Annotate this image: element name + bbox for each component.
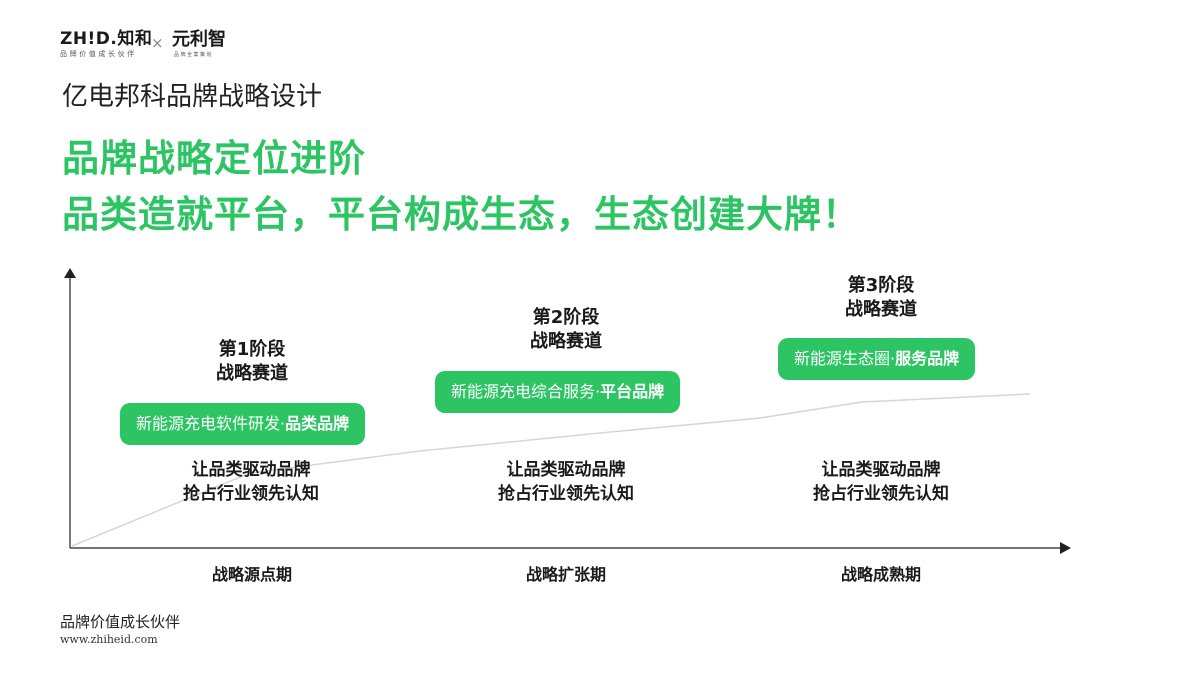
- stage-1-title-line1: 第1阶段: [218, 339, 286, 360]
- zhid-logo: ZH!D.知和 品牌价值成长伙伴: [60, 30, 152, 59]
- stage-3-pill: 新能源生态圈·服务品牌: [778, 338, 976, 380]
- page-title: 亿电邦科品牌战略设计: [62, 82, 323, 112]
- footer-url: www.zhiheid.com: [60, 633, 158, 646]
- x-axis-arrow-icon: [1060, 542, 1071, 554]
- stage-1-desc: 让品类驱动品牌 抢占行业领先认知: [141, 458, 361, 506]
- stage-2-pill-bold: 平台品牌: [600, 382, 665, 401]
- stage-2-pill-prefix: 新能源充电综合服务·: [451, 382, 601, 401]
- stage-chart: [64, 268, 1071, 554]
- stage-1-pill-bold: 品类品牌: [285, 414, 350, 433]
- stage-1-title-line2: 战略赛道: [216, 363, 288, 384]
- stage-3-desc: 让品类驱动品牌 抢占行业领先认知: [771, 458, 991, 506]
- headline-line-1: 品牌战略定位进阶: [62, 137, 366, 180]
- stage-3-pill-prefix: 新能源生态圈·: [794, 349, 896, 368]
- headline-line-2: 品类造就平台，平台构成生态，生态创建大牌！: [62, 193, 860, 236]
- period-label-source: 战略源点期: [211, 565, 292, 584]
- stage-3-pill-bold: 服务品牌: [895, 349, 960, 368]
- stage-2-title-line1: 第2阶段: [532, 307, 600, 328]
- stage-1-desc-line2: 抢占行业领先认知: [183, 484, 319, 504]
- stage-2-desc: 让品类驱动品牌 抢占行业领先认知: [456, 458, 676, 506]
- stage-1-pill: 新能源充电软件研发·品类品牌: [120, 403, 366, 445]
- stage-2-desc-line2: 抢占行业领先认知: [498, 484, 634, 504]
- logo-separator: ×: [151, 34, 164, 52]
- stage-1-pill-prefix: 新能源充电软件研发·: [136, 414, 286, 433]
- yuanlizhi-logo-tagline: 品牌全案策划: [174, 52, 214, 58]
- period-label-mature: 战略成熟期: [840, 565, 921, 584]
- stage-3-desc-line2: 抢占行业领先认知: [813, 484, 949, 504]
- stage-2-title: 第2阶段 战略赛道: [466, 306, 666, 354]
- y-axis-arrow-icon: [64, 268, 76, 278]
- stage-2-pill: 新能源充电综合服务·平台品牌: [435, 371, 681, 413]
- period-label-expansion: 战略扩张期: [525, 565, 606, 584]
- yuanlizhi-logo-text: 元利智: [172, 29, 226, 50]
- yuanlizhi-logo: 元利智 品牌全案策划: [172, 29, 226, 59]
- zhid-logo-text: ZH!D.知和: [60, 29, 153, 49]
- footer-tagline: 品牌价值成长伙伴: [60, 613, 181, 631]
- stage-2-title-line2: 战略赛道: [530, 331, 602, 352]
- stage-2-desc-line1: 让品类驱动品牌: [506, 460, 626, 480]
- stage-3-title-line1: 第3阶段: [847, 275, 915, 296]
- stage-3-title: 第3阶段 战略赛道: [781, 274, 981, 322]
- stage-1-title: 第1阶段 战略赛道: [152, 338, 352, 386]
- zhid-logo-tagline: 品牌价值成长伙伴: [60, 50, 137, 58]
- stage-3-desc-line1: 让品类驱动品牌: [821, 460, 941, 480]
- stage-1-desc-line1: 让品类驱动品牌: [191, 460, 311, 480]
- stage-3-title-line2: 战略赛道: [845, 299, 917, 320]
- trend-line: [71, 393, 1031, 547]
